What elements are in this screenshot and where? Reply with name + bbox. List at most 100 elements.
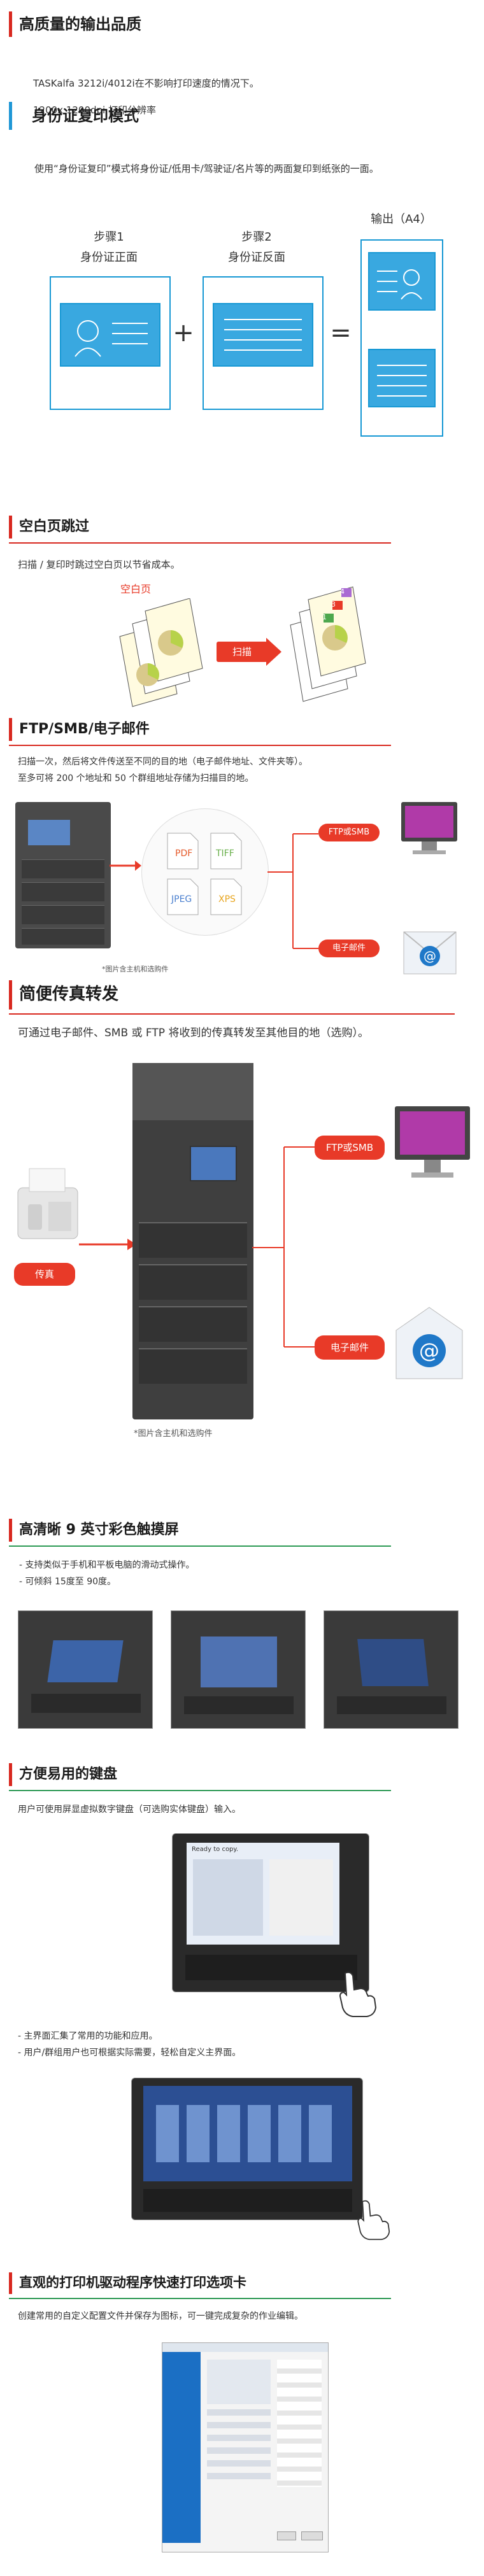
dialog-cancel-button[interactable] [301,2531,323,2540]
ftp-desc1: 扫描一次，然后将文件传送至不同的目的地（电子邮件地址、文件夹等）。 [18,757,308,767]
pdf-file-icon [167,833,199,869]
arrow-right-icon [110,861,141,871]
output-back-image [368,349,436,407]
output-back-icon [377,365,427,397]
dialog-options [207,2409,271,2486]
panel-screen [201,1636,277,1687]
idcard-front-icon [75,320,148,357]
section-rule [9,2298,391,2299]
section-marker [9,516,12,538]
quality-title: 高质量的输出品质 [19,15,141,33]
home-panel-screen [143,2086,352,2181]
email-icon: @ [403,931,457,975]
mfp-printer-image [15,802,111,948]
section-marker [9,2272,12,2294]
svg-text:@: @ [419,1339,439,1363]
section-rule [9,745,391,746]
home-screen-section: - 主界面汇集了常用的功能和应用。 - 用户/群组用户也可根据实际需要，轻松自定… [0,2011,484,2317]
quality-line2: 1200x 1200dpi 打印分辨率 [33,104,156,116]
panel-screen [47,1640,124,1682]
dialog-ok-button[interactable] [277,2531,296,2540]
step1-title: 步骤1 [94,230,124,244]
keyboard-section: 方便易用的键盘 用户可使用屏显虚拟数字键盘（可选购实体键盘）输入。 Ready … [0,1757,484,2101]
section-marker [9,1519,12,1542]
driver-desc: 创建常用的自定义配置文件并保存为图标，可一键完成复杂的作业编辑。 [18,2311,303,2321]
ftp-desc2: 至多可将 200 个地址和 50 个群组地址存储为扫描目的地。 [18,773,254,784]
document-feeder [132,1063,253,1120]
fax-desc: 可通过电子邮件、SMB 或 FTP 将收到的传真转发至其他目的地（选购）。 [18,1027,369,1039]
keyboard-panel-photo: Ready to copy. [172,1833,369,1992]
hand-cursor-icon [339,1971,377,2017]
section-marker [9,11,12,37]
blank-page-label: 空白页 [120,583,151,595]
page-num-1: 1 [322,613,327,621]
ftp-section: FTP/SMB/电子邮件 扫描一次，然后将文件传送至不同的目的地（电子邮件地址、… [0,713,484,1031]
paper-drawer [22,882,104,901]
input-pages-icon [119,598,203,707]
driver-title: 直观的打印机驱动程序快速打印选项卡 [19,2275,246,2290]
xps-file-icon [210,878,242,915]
hand-cursor-icon [357,2200,390,2241]
email-tag: 电子邮件 [318,940,380,957]
monitor-icon [401,802,457,854]
fax-forward-section: 简便传真转发 可通过电子邮件、SMB 或 FTP 将收到的传真转发至其他目的地（… [0,974,484,1509]
driver-section: 直观的打印机驱动程序快速打印选项卡 创建常用的自定义配置文件并保存为图标，可一键… [0,2266,484,2576]
page-num-4: 4 [340,588,345,596]
branch-lines [267,833,318,949]
scan-arrow-icon [266,638,281,666]
page-num-3: 3 [331,600,336,609]
ftp-smb-tag: FTP或SMB [318,824,380,841]
mfp-printer-large-image [132,1063,253,1419]
dialog-settings [277,2360,322,2487]
panel-keys [31,1694,141,1713]
touch-title: 高清晰 9 英寸彩色触摸屏 [19,1522,179,1538]
tiff-file-icon [210,833,242,869]
step1-sub: 身份证正面 [80,251,138,264]
idcard-back-card [203,276,324,410]
paper-drawer [22,905,104,924]
step2-title: 步骤2 [241,230,272,244]
driver-dialog-window [162,2342,329,2552]
file-type-jpeg: JPEG [171,894,192,904]
panel-photo-1 [18,1610,153,1729]
email-tag: 电子邮件 [315,1335,385,1360]
keyboard-panel-screen: Ready to copy. [187,1843,339,1945]
ftp-note: *图片含主机和选购件 [102,965,169,973]
file-type-pdf: PDF [175,848,193,859]
panel-keys [337,1696,446,1714]
screen-status-text: Ready to copy. [192,1846,239,1853]
scan-arrow-label: 扫描 [217,642,267,662]
keyboard-desc: 用户可使用屏显虚拟数字键盘（可选购实体键盘）输入。 [18,1805,241,1815]
panel-screen [357,1639,429,1686]
dialog-sidebar [162,2352,201,2543]
home-app-icons [156,2105,339,2162]
paper-drawer [139,1264,247,1300]
fax-title: 简便传真转发 [19,985,119,1004]
fax-machine-icon [17,1168,78,1239]
plus-sign: + [173,318,194,348]
section-rule [9,1790,391,1791]
blank-desc: 扫描 / 复印时跳过空白页以节省成本。 [18,559,180,570]
paper-drawer [139,1306,247,1342]
hard-keys [185,1955,357,1980]
equals-sign: = [330,318,352,348]
jpeg-file-icon [167,878,199,915]
section-marker [9,102,12,130]
screen-preview [193,1859,263,1936]
panel-photo-3 [324,1610,459,1729]
panel-keys [184,1696,294,1714]
keyboard-title: 方便易用的键盘 [19,1766,118,1782]
section-marker [9,718,12,741]
quality-section: 高质量的输出品质 TASKalfa 3212i/4012i在不影响打印速度的情况… [0,0,484,121]
paper-drawer [22,928,104,945]
blank-title: 空白页跳过 [19,519,90,535]
printer-panel [28,820,70,845]
idcopy-title: 身份证复印模式 [32,107,139,125]
section-marker [9,1763,12,1786]
fax-tag: 传真 [14,1263,75,1286]
idcopy-section: 身份证复印模式 使用“身份证复印”模式将身份证/低用卡/驾驶证/名片等的两面复印… [0,95,484,503]
home-panel-photo [131,2078,363,2220]
idcard-back-icon [224,319,302,351]
file-type-xps: XPS [218,894,236,904]
